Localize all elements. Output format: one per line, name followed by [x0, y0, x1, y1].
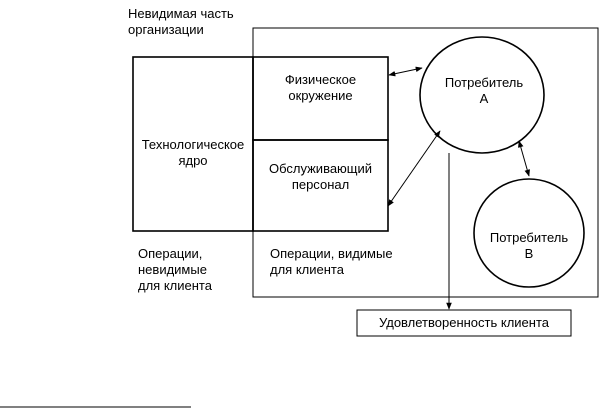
- arrow-physical-consumer-a: [388, 66, 423, 77]
- consumer-b-label: Потребитель В: [474, 230, 584, 262]
- invisible-operations-label: Операции, невидимые для клиента: [138, 246, 212, 294]
- invisible-part-line2: организации: [128, 22, 204, 37]
- consumer-b-line2: В: [524, 246, 534, 261]
- consumer-b-line1: Потребитель: [489, 230, 569, 245]
- service-staff-line1: Обслуживающий: [268, 161, 373, 176]
- invisible-part-line1: Невидимая часть: [128, 6, 234, 21]
- satisfaction-label: Удовлетворенность клиента: [378, 315, 549, 330]
- visible-operations-line1: Операции, видимые: [270, 246, 393, 261]
- consumer-a-line2: А: [479, 91, 489, 106]
- consumer-a-label: Потребитель А: [424, 75, 544, 107]
- technological-core-label: Технологическое ядро: [129, 137, 257, 169]
- visible-operations-label: Операции, видимые для клиента: [270, 246, 393, 278]
- invisible-part-label: Невидимая часть организации: [128, 6, 234, 38]
- arrow-consumer-a-consumer-b: [518, 140, 530, 177]
- visible-operations-line2: для клиента: [270, 262, 344, 277]
- arrow-staff-consumer-a: [387, 130, 441, 207]
- consumer-b-circle: [473, 178, 585, 288]
- technological-core-line2: ядро: [178, 153, 208, 168]
- invisible-operations-line3: для клиента: [138, 278, 212, 293]
- physical-environment-label: Физическое окружение: [253, 72, 388, 104]
- physical-environment-line1: Физическое: [284, 72, 357, 87]
- consumer-a-line1: Потребитель: [444, 75, 524, 90]
- satisfaction-box: [356, 309, 572, 337]
- service-staff-label: Обслуживающий персонал: [253, 161, 388, 193]
- invisible-operations-line1: Операции,: [138, 246, 203, 261]
- consumer-a-circle: [419, 36, 545, 154]
- service-staff-line2: персонал: [291, 177, 350, 192]
- technological-core-line1: Технологическое: [141, 137, 245, 152]
- physical-environment-line2: окружение: [288, 88, 353, 103]
- invisible-operations-line2: невидимые: [138, 262, 207, 277]
